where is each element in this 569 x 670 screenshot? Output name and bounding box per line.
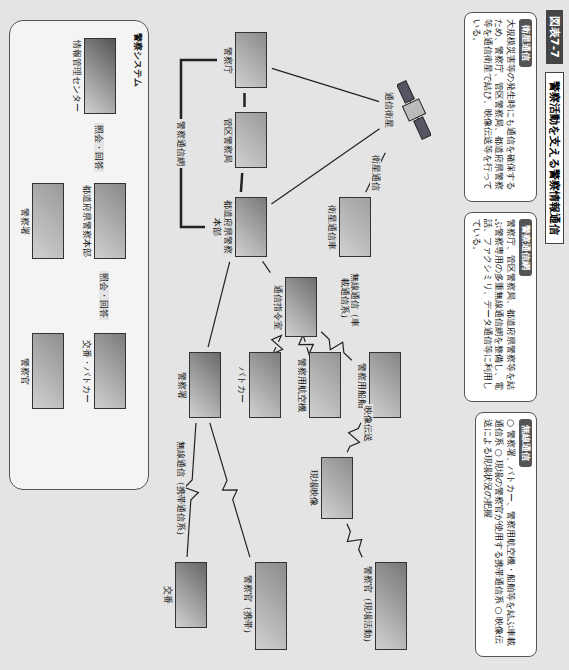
radio-link bbox=[347, 524, 362, 558]
title-bar: 図表7-7 警察活動を支える警察情報通信 bbox=[545, 10, 564, 244]
node-heading: 警察官（携帯） bbox=[242, 562, 253, 650]
diagram-title: 警察活動を支える警察情報通信 bbox=[545, 72, 564, 244]
radio-link bbox=[272, 335, 283, 353]
node-heading: 警察官 bbox=[19, 333, 30, 409]
node-heading: 警察署 bbox=[176, 352, 187, 418]
building: 都道府県警察本部 bbox=[79, 181, 128, 261]
node-heading: 管区警察局 bbox=[222, 112, 233, 168]
node-heading: 交番 bbox=[162, 562, 173, 628]
node-heading: 交番・パトカー bbox=[81, 333, 92, 409]
node-heading: 通信指令室 bbox=[272, 277, 283, 337]
info-box: 警察通信網警察庁、管区警察局、都道府県警察等を結ぶ警察専用の多重無線通信網を整備… bbox=[464, 212, 537, 402]
satellite-icon bbox=[397, 78, 431, 142]
building: 都道府県警察本部 bbox=[209, 195, 270, 259]
node-body: 大規模災害等の発生時にも通信を確保するため、警察庁、管区警察局、都道府県警察等を… bbox=[471, 19, 516, 195]
connector bbox=[272, 68, 379, 101]
node-body: ○ 警察署、パトカー、警察用航空機・船舶等を結ぶ車載通信系 ○ 現場の警察官が使… bbox=[482, 419, 516, 650]
photo bbox=[255, 562, 287, 650]
node-heading: 警察署 bbox=[19, 183, 30, 259]
radio-link bbox=[185, 423, 199, 557]
photo bbox=[84, 38, 116, 114]
connector-label: 無線通信（車載通信系） bbox=[340, 267, 360, 333]
node-heading: 警察官（現場活動） bbox=[362, 562, 373, 650]
officer: 警察官（現場活動） bbox=[360, 560, 409, 652]
radio-link bbox=[210, 423, 250, 557]
node-heading: 現場映像 bbox=[308, 457, 319, 519]
police-station: 警察署 bbox=[174, 350, 223, 420]
police-station: 警察署 bbox=[17, 181, 66, 261]
connector-label: 衛星通信 bbox=[370, 153, 380, 193]
photo bbox=[235, 32, 267, 88]
data-center: 情報管理センター bbox=[69, 36, 118, 116]
node-heading: 警察通信網 bbox=[519, 219, 532, 276]
figure-number: 図表7-7 bbox=[546, 10, 563, 64]
video-feed: 現場映像 bbox=[306, 455, 355, 521]
photo bbox=[235, 112, 267, 168]
building: 警察庁 bbox=[220, 30, 269, 90]
command-room: 通信指令室 bbox=[270, 275, 319, 339]
photo bbox=[249, 352, 281, 418]
vehicle: 衛星通信車 bbox=[324, 195, 373, 259]
node-heading: 衛星通信車 bbox=[326, 197, 337, 257]
ship: 警察用船舶 bbox=[354, 350, 403, 420]
koban: 交番 bbox=[160, 560, 209, 630]
system-panel: 警察システム 情報管理センター都道府県警察本部 警察署交番・パトカー 警察官 bbox=[9, 20, 149, 490]
connector-label: 照会・回答 bbox=[94, 123, 104, 172]
connector bbox=[243, 93, 246, 107]
photo bbox=[321, 457, 353, 519]
radio-link bbox=[347, 423, 361, 453]
node-body: 警察庁、管区警察局、都道府県警察等を結ぶ警察専用の多重無線通信網を整備し、電話、… bbox=[471, 219, 516, 395]
info-box: 無線通信○ 警察署、パトカー、警察用航空機・船舶等を結ぶ車載通信系 ○ 現場の警… bbox=[475, 412, 537, 657]
photo bbox=[285, 277, 317, 337]
connector bbox=[263, 261, 271, 272]
connector-label: 無線通信（携帯通信系） bbox=[176, 439, 186, 542]
officer: 警察官 bbox=[17, 331, 66, 411]
connector-label: 照会・回答 bbox=[99, 271, 109, 320]
patrol-car: パトカー bbox=[234, 350, 283, 420]
photo bbox=[309, 352, 341, 418]
photo bbox=[369, 352, 401, 418]
node-heading: 警察庁 bbox=[222, 32, 233, 88]
photo bbox=[235, 197, 267, 257]
node-heading: 都道府県警察本部 bbox=[81, 183, 92, 259]
photo bbox=[94, 183, 126, 259]
building: 管区警察局 bbox=[220, 110, 269, 170]
connector bbox=[241, 173, 242, 192]
node-heading: 情報管理センター bbox=[71, 38, 82, 114]
photo bbox=[175, 562, 207, 628]
patrol-car: 交番・パトカー bbox=[79, 331, 128, 411]
connector-label: 警察通信網 bbox=[176, 119, 186, 168]
node-heading: 無線通信 bbox=[519, 419, 532, 467]
info-box: 衛星通信大規模災害等の発生時にも通信を確保するため、警察庁、管区警察局、都道府県… bbox=[464, 12, 537, 202]
node-heading: 都道府県警察本部 bbox=[211, 197, 234, 257]
photo bbox=[375, 562, 407, 650]
photo bbox=[94, 333, 126, 409]
connector bbox=[181, 60, 217, 227]
photo bbox=[32, 183, 64, 259]
satellite: 通信衛星 bbox=[383, 70, 432, 150]
photo bbox=[32, 333, 64, 409]
node-heading: 警察用航空機 bbox=[296, 352, 307, 418]
connector-label: 映像伝送 bbox=[363, 404, 373, 444]
node-heading: 警察システム bbox=[132, 33, 143, 87]
officer: 警察官（携帯） bbox=[240, 560, 289, 652]
aircraft: 警察用航空機 bbox=[294, 350, 343, 420]
node-heading: パトカー bbox=[236, 352, 247, 418]
connector bbox=[271, 129, 379, 204]
node-heading: 衛星通信 bbox=[519, 19, 532, 67]
connector bbox=[208, 262, 230, 347]
photo bbox=[339, 197, 371, 257]
photo bbox=[189, 352, 221, 418]
connector bbox=[366, 153, 386, 193]
node-heading: 通信衛星 bbox=[383, 70, 394, 150]
